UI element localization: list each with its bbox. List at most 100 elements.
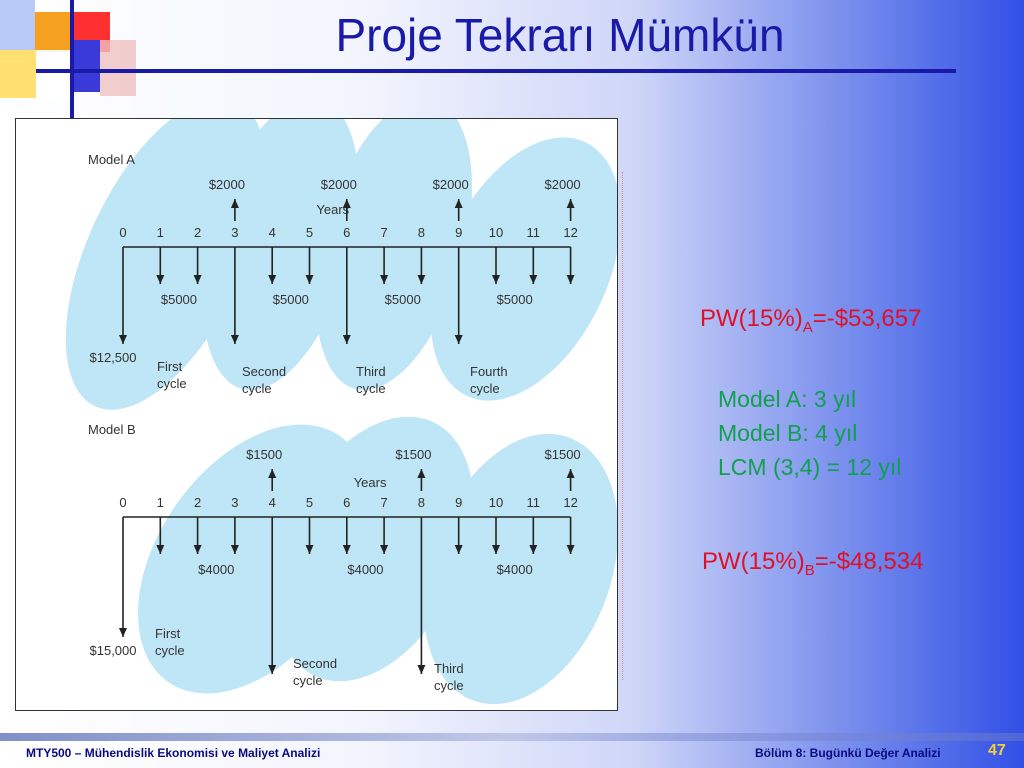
model-a-year-1: 1 bbox=[157, 225, 164, 240]
model-a-outflow-arrow-10-head bbox=[492, 275, 500, 284]
model-b-year-8: 8 bbox=[418, 495, 425, 510]
model-b-inflow-arrow-12-head bbox=[566, 469, 575, 478]
model-b-reinvest-arrow-4-head bbox=[268, 665, 277, 674]
pw-a-subscript: A bbox=[802, 318, 813, 336]
model-a-inflow-arrow-9-head bbox=[454, 199, 463, 208]
model-a-inflow-label-9: $2000 bbox=[433, 177, 469, 192]
model-b-year-2: 2 bbox=[194, 495, 201, 510]
model-a-outflow-arrow-8-head bbox=[417, 275, 426, 284]
model-b-outflow-arrow-10-head bbox=[492, 545, 500, 554]
model-b-reinvest-arrow-8-head bbox=[417, 665, 426, 674]
model-b-outflow-arrow-11-head bbox=[529, 545, 538, 554]
model-b-inflow-arrow-8-head bbox=[417, 469, 426, 478]
model-b-inflow-label-12: $1500 bbox=[545, 447, 581, 462]
footer-course: MTY500 – Mühendislik Ekonomisi ve Maliye… bbox=[26, 746, 321, 760]
model-a-outflow-arrow-7-head bbox=[380, 275, 389, 284]
model-b-year-0: 0 bbox=[119, 495, 126, 510]
model-b-outflow-label-10.5: $4000 bbox=[497, 562, 533, 577]
pw-a-value: =-$53,657 bbox=[812, 305, 922, 332]
model-b-cycle-3-line-1: Third bbox=[434, 661, 464, 676]
model-b-cycle-2-line-1: Second bbox=[293, 656, 337, 671]
model-a-cycle1-blob bbox=[65, 119, 267, 410]
model-a-year-6: 6 bbox=[343, 225, 350, 240]
model-b-year-5: 5 bbox=[306, 495, 313, 510]
page-number: 47 bbox=[988, 742, 1006, 759]
model-b-year-3: 3 bbox=[231, 495, 238, 510]
model-a-outflow-label-7.5: $5000 bbox=[385, 292, 421, 307]
model-b-initial-arrow-head bbox=[119, 628, 127, 637]
model-a-year-3: 3 bbox=[231, 225, 238, 240]
decor-square-blue bbox=[74, 40, 100, 92]
life-info: Model A: 3 yıl Model B: 4 yıl LCM (3,4) … bbox=[718, 382, 901, 484]
model-a-cycle-4-line-2: cycle bbox=[470, 381, 500, 396]
model-a-cycle-4-line-1: Fourth bbox=[470, 364, 508, 379]
model-b-year-7: 7 bbox=[380, 495, 387, 510]
model-a-cycle-2-line-2: cycle bbox=[242, 381, 272, 396]
model-a-cycle-1-line-2: cycle bbox=[157, 376, 187, 391]
model-a-reinvest-arrow-9-head bbox=[454, 335, 463, 344]
model-b-cycle-3-line-2: cycle bbox=[434, 678, 464, 693]
model-a-inflow-label-12: $2000 bbox=[545, 177, 581, 192]
model-a-year-11: 11 bbox=[527, 225, 541, 240]
model-b-year-11: 11 bbox=[527, 495, 541, 510]
model-a-cycle-2-line-1: Second bbox=[242, 364, 286, 379]
model-a-cycle-1-line-1: First bbox=[157, 359, 183, 374]
model-b-outflow-arrow-12-head bbox=[566, 545, 575, 554]
model-a-year-10: 10 bbox=[489, 225, 503, 240]
model-b-outflow-arrow-6-head bbox=[342, 545, 351, 554]
pw-b-prefix: PW(15%) bbox=[702, 548, 805, 575]
decor-square-white bbox=[36, 50, 72, 98]
pw-a-prefix: PW(15%) bbox=[700, 305, 803, 332]
decor-square-lightblue bbox=[0, 0, 35, 50]
model-a-year-8: 8 bbox=[418, 225, 425, 240]
pw-b-subscript: B bbox=[804, 561, 815, 579]
model-a-inflow-label-3: $2000 bbox=[209, 177, 245, 192]
model-a-year-9: 9 bbox=[455, 225, 462, 240]
model-b-year-10: 10 bbox=[489, 495, 503, 510]
model-b-label: Model B bbox=[88, 422, 136, 437]
footer-bar bbox=[0, 733, 1024, 741]
model-b-cycle-1-line-2: cycle bbox=[155, 643, 185, 658]
model-a-reinvest-arrow-3-head bbox=[230, 335, 239, 344]
info-line-model-a: Model A: 3 yıl bbox=[718, 386, 857, 412]
model-a-outflow-arrow-11-head bbox=[529, 275, 538, 284]
model-a-inflow-label-6: $2000 bbox=[321, 177, 357, 192]
model-b-cycle-2-line-2: cycle bbox=[293, 673, 323, 688]
model-a-outflow-arrow-2-head bbox=[193, 275, 202, 284]
model-a-outflow-arrow-5-head bbox=[305, 275, 314, 284]
pw-b-value: =-$48,534 bbox=[814, 548, 924, 575]
model-b-outflow-arrow-2-head bbox=[193, 545, 202, 554]
model-a-inflow-arrow-6-head bbox=[342, 199, 351, 208]
model-b-year-9: 9 bbox=[455, 495, 462, 510]
model-b-inflow-arrow-4-head bbox=[268, 469, 277, 478]
model-b-outflow-label-2.5: $4000 bbox=[198, 562, 234, 577]
model-b-outflow-label-6.5: $4000 bbox=[347, 562, 383, 577]
model-b-outflow-arrow-5-head bbox=[305, 545, 314, 554]
model-a-year-5: 5 bbox=[306, 225, 313, 240]
footer-chapter: Bölüm 8: Bugünkü Değer Analizi bbox=[755, 746, 941, 760]
model-b-cycle2-blob bbox=[274, 416, 474, 682]
model-b-year-12: 12 bbox=[563, 495, 577, 510]
model-a-cycle-3-line-2: cycle bbox=[356, 381, 386, 396]
info-line-model-b: Model B: 4 yıl bbox=[718, 420, 858, 446]
model-a-year-7: 7 bbox=[380, 225, 387, 240]
model-b-inflow-label-8: $1500 bbox=[395, 447, 431, 462]
model-a-initial-arrow-head bbox=[119, 335, 127, 344]
model-a-initial-cost: $12,500 bbox=[90, 350, 137, 365]
model-a-outflow-arrow-1-head bbox=[156, 275, 165, 284]
model-b-outflow-arrow-3-head bbox=[230, 545, 239, 554]
model-a-outflow-label-1.5: $5000 bbox=[161, 292, 197, 307]
pw-model-a: PW(15%)A=-$53,657 bbox=[700, 305, 921, 336]
model-a-outflow-label-10.5: $5000 bbox=[497, 292, 533, 307]
model-a-year-2: 2 bbox=[194, 225, 201, 240]
model-b-outflow-arrow-9-head bbox=[454, 545, 463, 554]
decor-square-yellow bbox=[0, 50, 36, 98]
model-a-years-label: Years bbox=[316, 202, 349, 217]
model-a-year-12: 12 bbox=[563, 225, 577, 240]
model-a-cycle4-blob bbox=[431, 137, 617, 401]
model-a-year-4: 4 bbox=[269, 225, 276, 240]
model-b-year-4: 4 bbox=[269, 495, 276, 510]
model-a-outflow-label-4.5: $5000 bbox=[273, 292, 309, 307]
